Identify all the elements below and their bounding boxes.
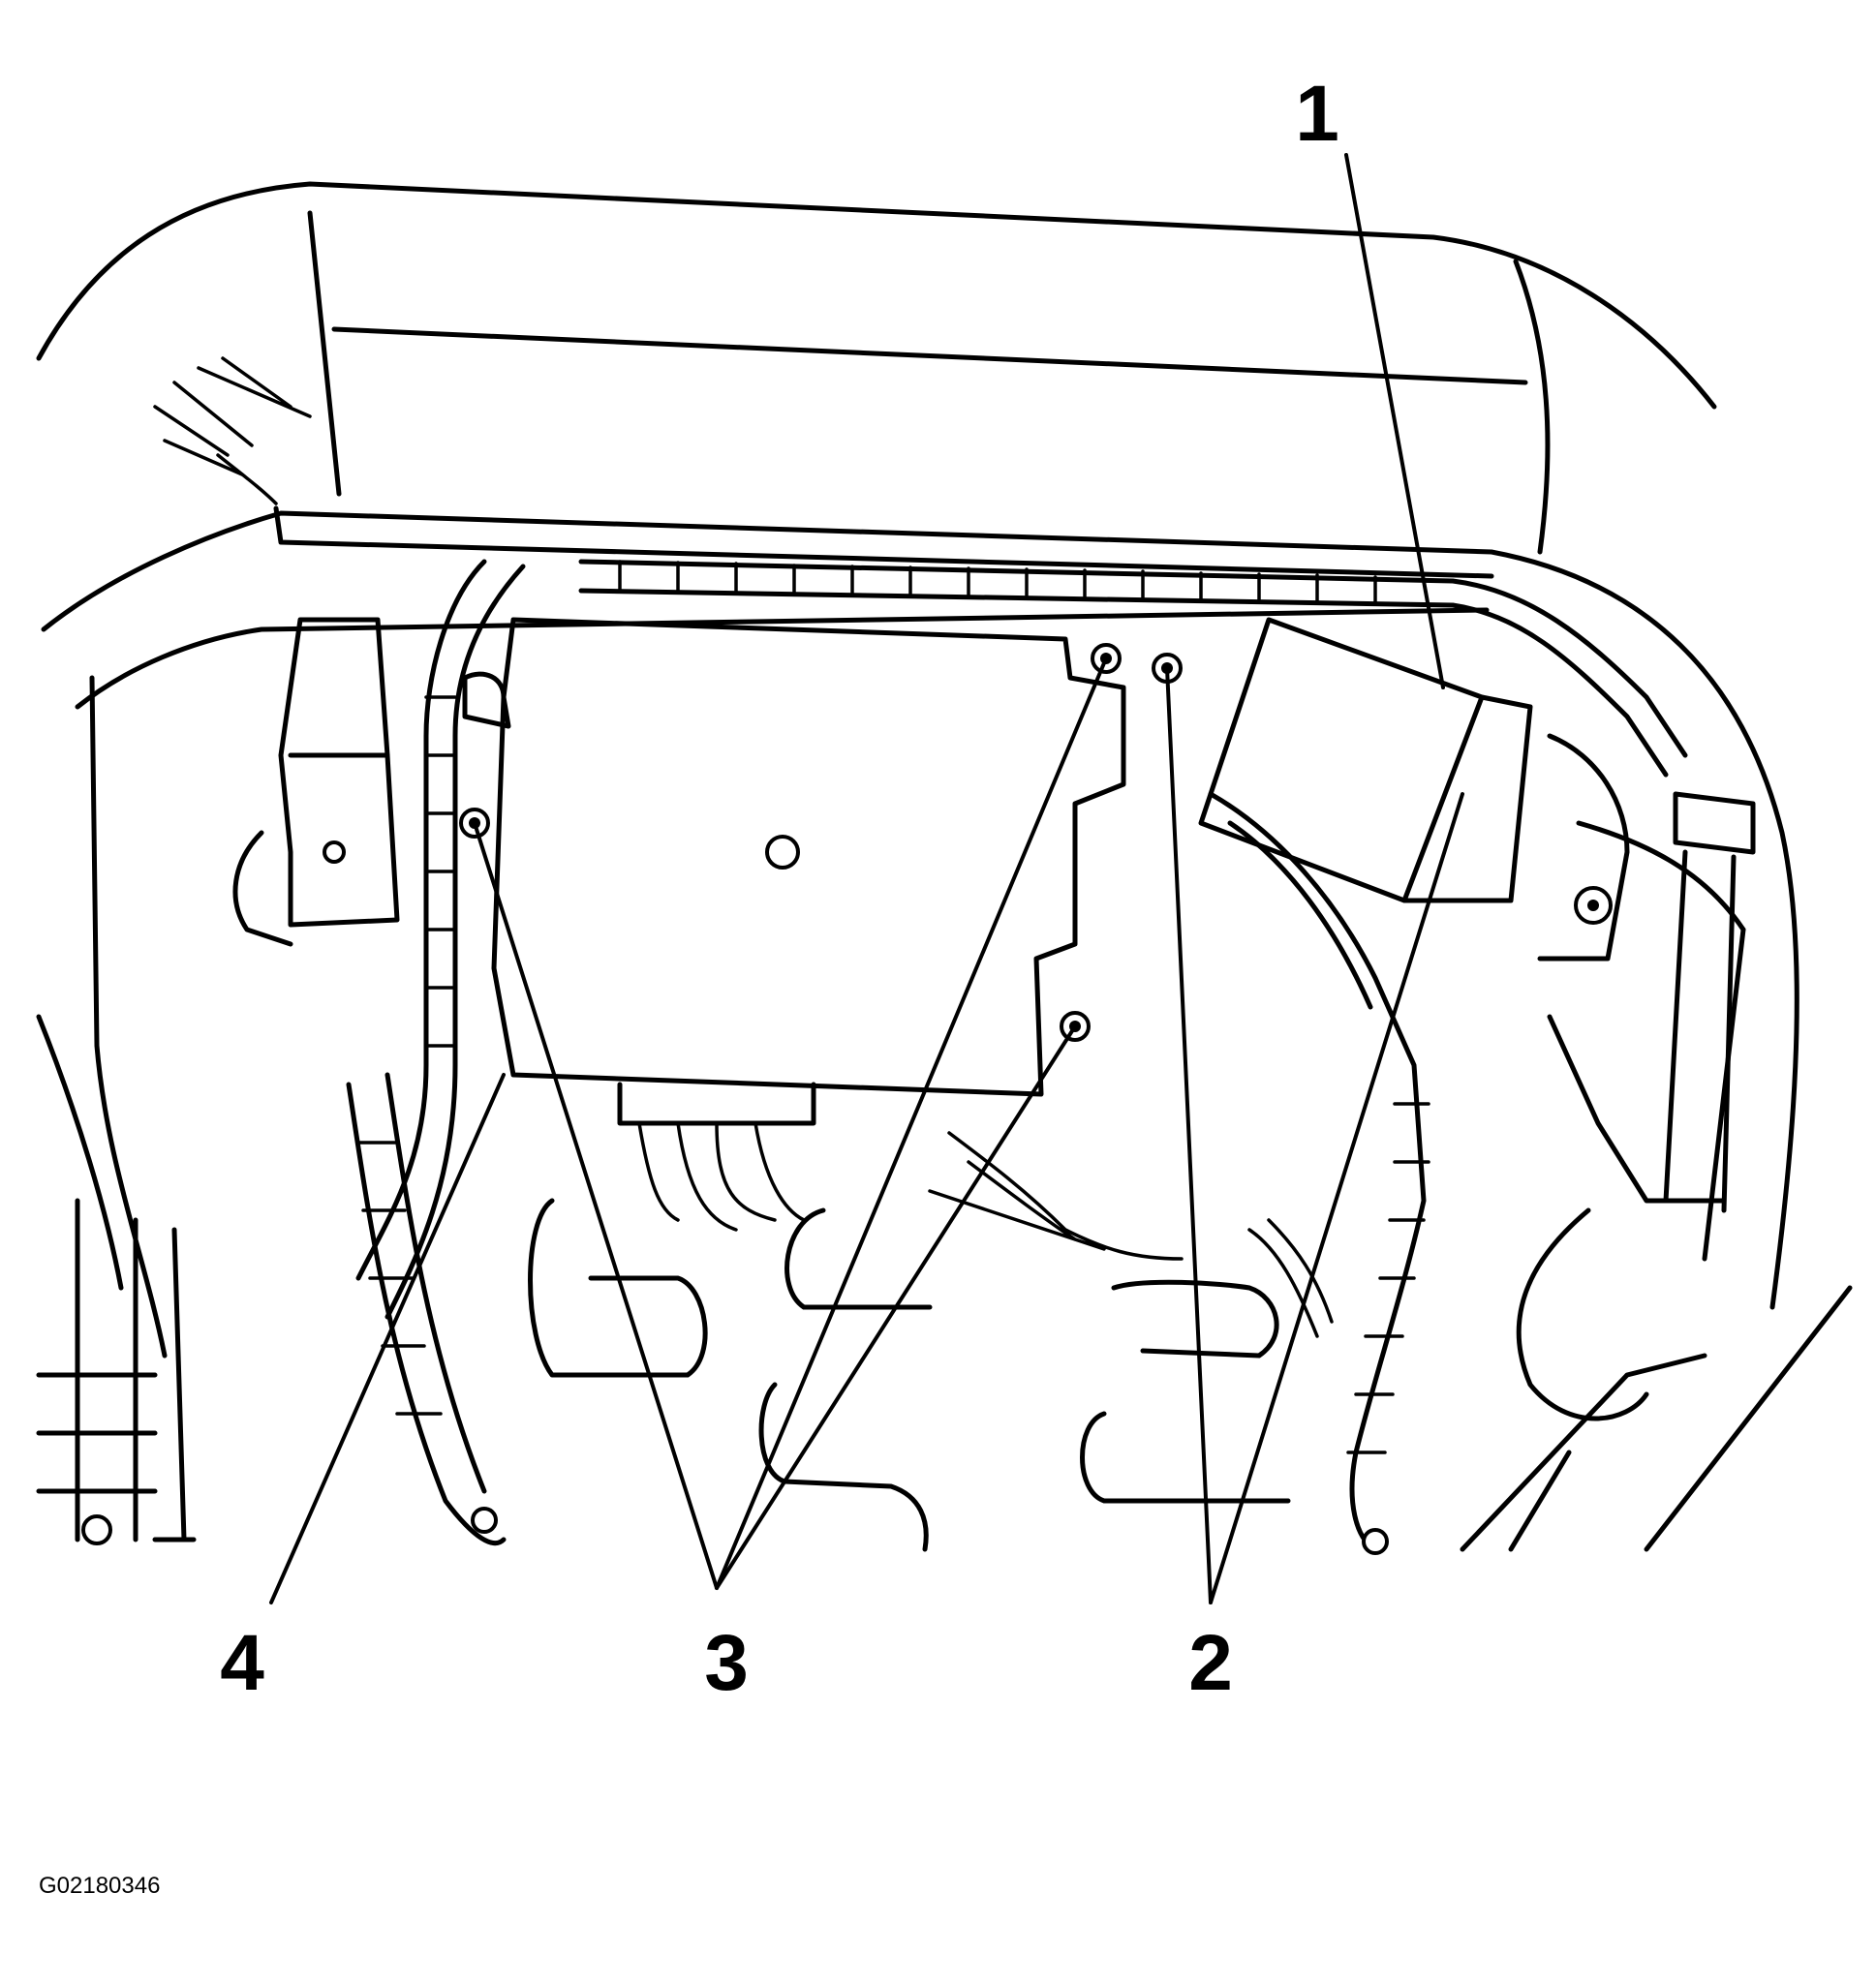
callout-3: 3 xyxy=(704,1619,749,1707)
upper-panel xyxy=(36,181,1717,555)
leader-lines xyxy=(269,153,1464,1604)
leader-3b xyxy=(715,657,1108,1590)
left-bracket xyxy=(36,617,400,1545)
leader-2b xyxy=(1209,792,1464,1604)
callout-1: 1 xyxy=(1295,70,1339,158)
wire-harness xyxy=(346,559,1688,1555)
lower-wiring xyxy=(528,1014,1727,1552)
right-component xyxy=(1198,617,1756,1213)
leader-4 xyxy=(269,1073,506,1604)
leader-2a xyxy=(1165,666,1213,1604)
figure-id: G02180346 xyxy=(39,1873,160,1899)
leader-1 xyxy=(1344,153,1445,689)
callout-2: 2 xyxy=(1188,1619,1233,1707)
leader-3a xyxy=(473,821,719,1590)
leader-3c xyxy=(715,1024,1077,1590)
module xyxy=(462,617,1126,1232)
callout-4: 4 xyxy=(220,1619,264,1707)
seat-frame xyxy=(36,505,1853,1552)
